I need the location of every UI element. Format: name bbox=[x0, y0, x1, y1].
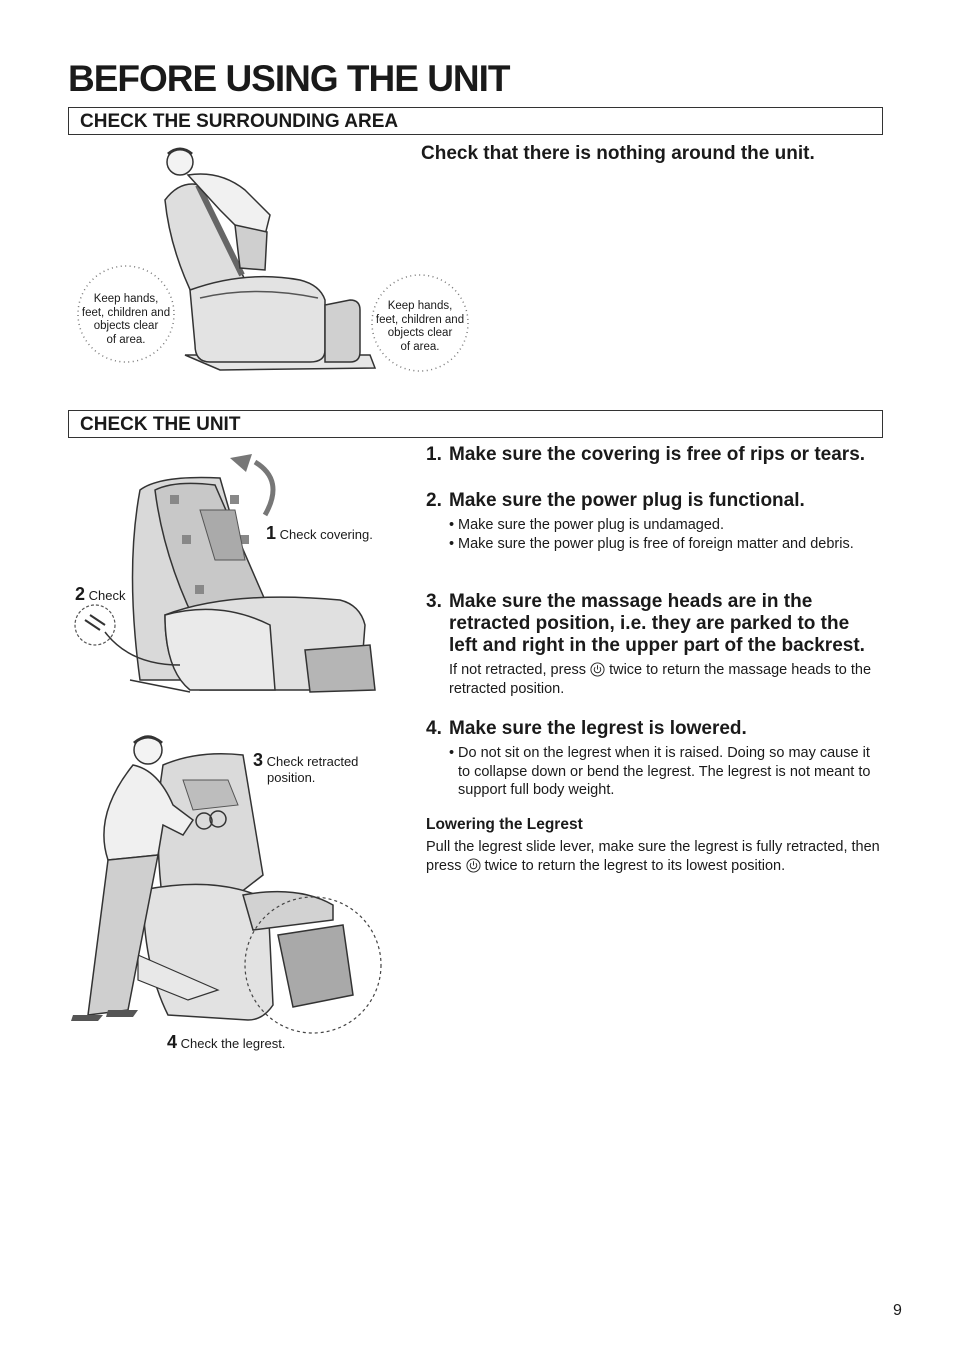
step-4-bullets: Do not sit on the legrest when it is rai… bbox=[449, 744, 881, 800]
power-button-icon bbox=[465, 857, 481, 873]
step-text: Make sure the covering is free of rips o… bbox=[449, 444, 866, 465]
lowering-text-part: Pull the legrest slide lever, make sure … bbox=[426, 839, 880, 874]
caption-4-num: 4 bbox=[167, 1032, 178, 1052]
caption-3-text: Check retracted bbox=[266, 754, 359, 769]
lowering-text: Pull the legrest slide lever, make sure … bbox=[426, 838, 881, 875]
step-2-title: 2. Make sure the power plug is functional… bbox=[426, 490, 805, 512]
unit-illustration-top bbox=[74, 454, 376, 693]
section-heading-surrounding: CHECK THE SURROUNDING AREA bbox=[68, 107, 883, 135]
page-title: BEFORE USING THE UNIT bbox=[68, 58, 511, 99]
warning-right-line: of area. bbox=[400, 340, 440, 353]
step-3-title: 3. Make sure the massage heads are in the… bbox=[426, 591, 865, 657]
bullet-item: Do not sit on the legrest when it is rai… bbox=[449, 744, 881, 800]
step-3-line: left and right in the upper part of the … bbox=[449, 635, 865, 656]
power-plug-icon bbox=[74, 604, 181, 666]
step-3-note-text: twice to return the massage heads to the… bbox=[449, 662, 872, 697]
caption-2-text: Check bbox=[88, 588, 126, 603]
step-2-bullets: Make sure the power plug is undamaged. M… bbox=[449, 516, 879, 553]
warning-left-line: objects clear bbox=[93, 320, 159, 332]
caption-1-text: Check covering. bbox=[279, 527, 373, 542]
bullet-item: Make sure the power plug is free of fore… bbox=[449, 535, 879, 554]
section-heading-unit: CHECK THE UNIT bbox=[68, 410, 883, 438]
caption-1-num: 1 bbox=[266, 523, 277, 543]
step-number: 2. bbox=[426, 490, 442, 511]
unit-illustration-bottom bbox=[71, 735, 382, 1034]
caption-3: 3 Check retracted position. bbox=[253, 750, 359, 786]
warning-right-line: Keep hands, bbox=[387, 300, 453, 312]
surrounding-lead: Check that there is nothing around the u… bbox=[421, 143, 815, 164]
warning-right-line: feet, children and bbox=[375, 313, 465, 326]
caption-1: 1 Check covering. bbox=[266, 523, 373, 544]
page-number: 9 bbox=[893, 1302, 902, 1319]
caption-3-num: 3 bbox=[253, 750, 264, 770]
warning-left-line: Keep hands, bbox=[93, 293, 159, 305]
step-number: 4. bbox=[426, 718, 442, 739]
step-number: 1. bbox=[426, 444, 442, 465]
step-3-note: If not retracted, press twice to return … bbox=[449, 661, 881, 698]
caption-4: 4 Check the legrest. bbox=[167, 1032, 285, 1053]
curved-arrow-icon bbox=[230, 454, 276, 517]
warning-right: Keep hands, feet, children and objects c… bbox=[364, 300, 476, 354]
bullet-item: Make sure the power plug is undamaged. bbox=[449, 516, 879, 535]
lowering-text-part: twice to return the legrest to its lowes… bbox=[484, 857, 786, 874]
warning-left: Keep hands, feet, children and objects c… bbox=[70, 293, 182, 347]
step-text: Make sure the legrest is lowered. bbox=[449, 718, 747, 739]
step-4-title: 4. Make sure the legrest is lowered. bbox=[426, 718, 747, 740]
caption-3-text: position. bbox=[267, 770, 316, 785]
lowering-heading: Lowering the Legrest bbox=[426, 816, 583, 833]
step-3-note-text: If not retracted, press bbox=[449, 662, 587, 678]
caption-4-text: Check the legrest. bbox=[180, 1036, 286, 1051]
step-1-title: 1. Make sure the covering is free of rips… bbox=[426, 444, 865, 466]
surrounding-illustration bbox=[77, 147, 469, 372]
power-button-icon bbox=[590, 662, 605, 677]
step-3-line: Make sure the massage heads are in the bbox=[449, 591, 813, 612]
caption-2: 2 Check bbox=[75, 584, 126, 605]
step-number: 3. bbox=[426, 591, 442, 612]
step-text: Make sure the power plug is functional. bbox=[449, 490, 805, 511]
caption-2-num: 2 bbox=[75, 584, 86, 604]
step-3-line: retracted position, i.e. they are parked… bbox=[449, 613, 850, 634]
warning-left-line: of area. bbox=[106, 333, 146, 346]
warning-left-line: feet, children and bbox=[81, 306, 171, 319]
warning-right-line: objects clear bbox=[387, 327, 453, 339]
